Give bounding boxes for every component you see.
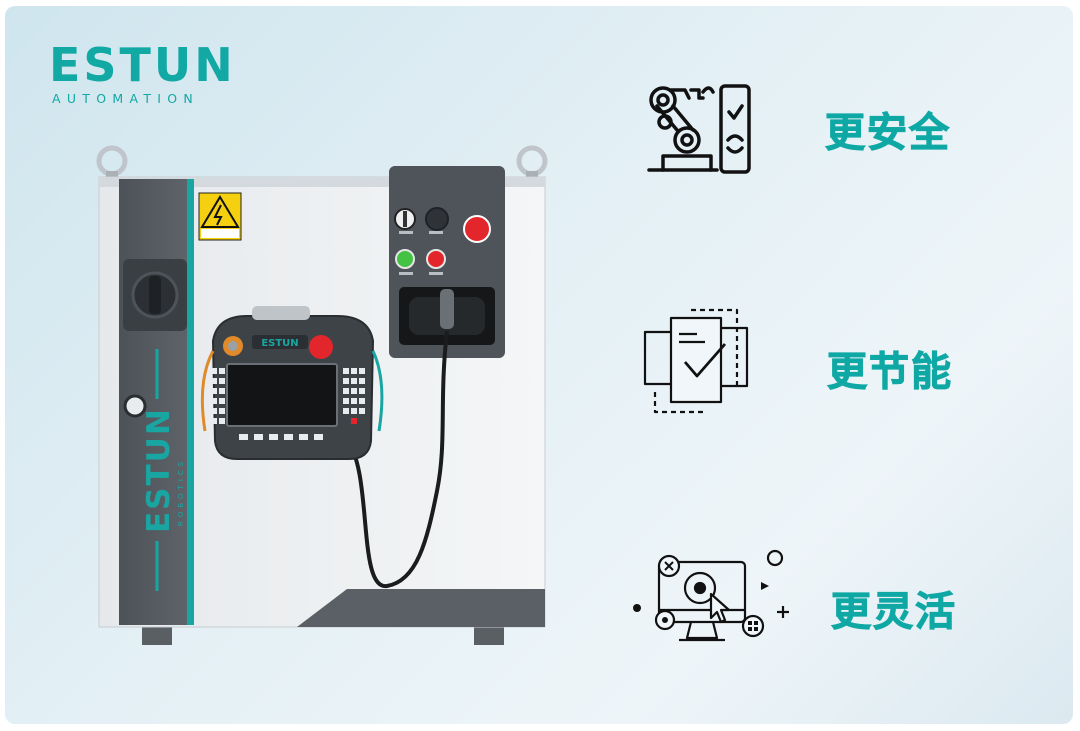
monitor-click-icon	[633, 549, 789, 642]
teach-pendant: ESTUN	[200, 306, 384, 460]
cabinet-side-logo: ESTUN	[141, 407, 177, 533]
cabinet-side-subtitle: ROBOTICS	[177, 458, 185, 526]
lifting-ring-right	[516, 145, 548, 179]
panel-emergency-stop-button	[463, 215, 491, 243]
banner-frame: ESTUN AUTOMATION	[5, 6, 1073, 724]
panel-green-button	[395, 249, 415, 269]
feature-label-more-flexible: 更灵活	[831, 589, 957, 636]
pendant-logo: ESTUN	[261, 338, 298, 349]
panel-red-button	[426, 249, 446, 269]
robot-arm-safety-icon	[647, 84, 751, 174]
pendant-emergency-stop-button	[309, 335, 333, 359]
estun-logo: ESTUN AUTOMATION	[49, 42, 239, 106]
pendant-screen	[226, 363, 338, 427]
robot-controller-cabinet: ESTUN ROBOTICS	[96, 145, 548, 645]
high-voltage-warning-icon	[198, 192, 242, 241]
panel-black-button	[425, 207, 449, 231]
logo-tagline: AUTOMATION	[52, 91, 200, 106]
document-check-icon	[643, 308, 749, 414]
lifting-ring-left	[96, 145, 128, 179]
feature-label-safer: 更安全	[825, 110, 951, 157]
feature-label-energy-saving: 更节能	[827, 349, 953, 396]
logo-wordmark: ESTUN	[49, 38, 236, 92]
key-selector-switch	[394, 208, 416, 230]
